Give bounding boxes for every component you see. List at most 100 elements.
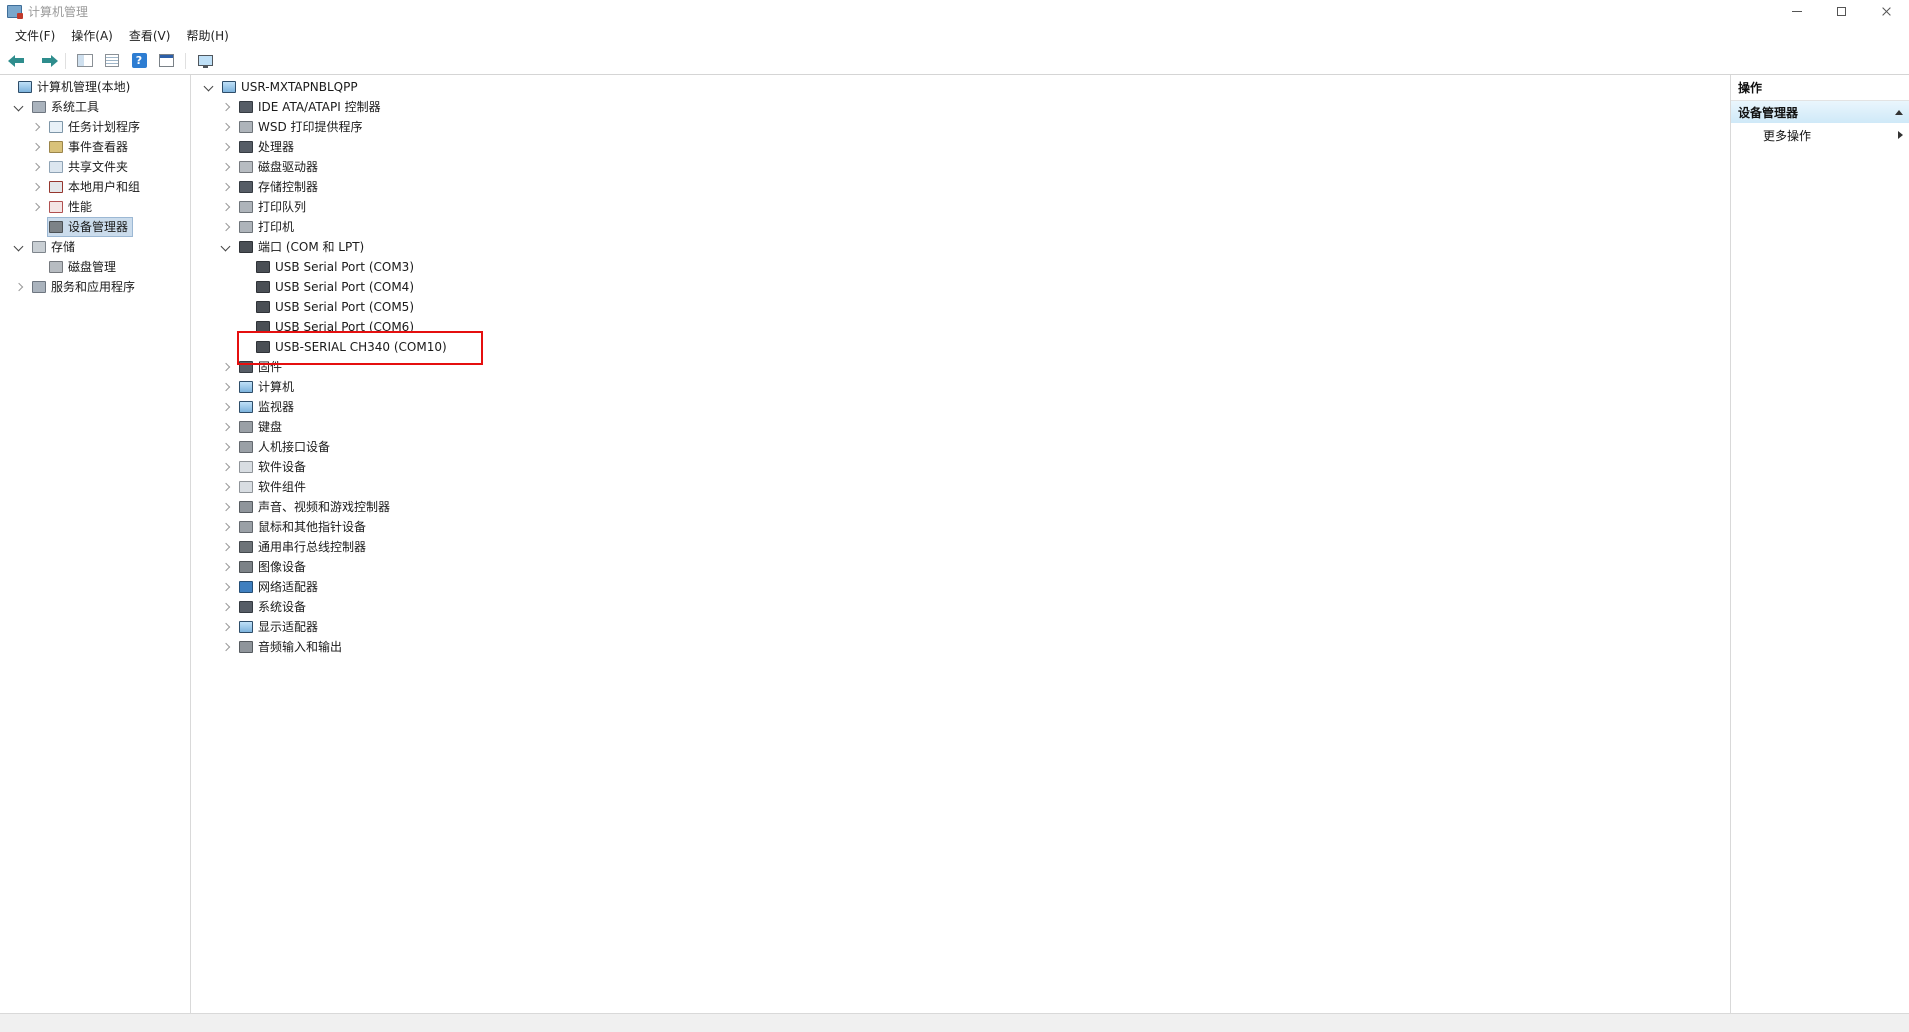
console-tree-item-task-scheduler[interactable]: 任务计划程序 — [0, 117, 190, 137]
device-item-audio-inputs-outputs[interactable]: 音频输入和输出 — [191, 637, 1730, 657]
chevron-collapsed-icon[interactable] — [29, 201, 42, 214]
device-item-monitors[interactable]: 监视器 — [191, 397, 1730, 417]
chevron-collapsed-icon[interactable] — [219, 181, 232, 194]
device-item-keyboards[interactable]: 键盘 — [191, 417, 1730, 437]
export-list-icon[interactable] — [101, 51, 123, 71]
device-item-software-devices[interactable]: 软件设备 — [191, 457, 1730, 477]
more-actions-item[interactable]: 更多操作 — [1731, 123, 1909, 147]
expand-arrow-icon[interactable] — [1898, 131, 1903, 139]
console-tree-item-performance[interactable]: 性能 — [0, 197, 190, 217]
device-item-system-devices[interactable]: 系统设备 — [191, 597, 1730, 617]
close-button[interactable] — [1864, 0, 1909, 23]
chevron-expanded-icon[interactable] — [219, 241, 232, 254]
chevron-collapsed-icon[interactable] — [219, 161, 232, 174]
file-menu[interactable]: 文件(F) — [15, 28, 56, 43]
scan-hardware-changes-icon[interactable] — [194, 51, 216, 71]
device-item-wsd-print-provider[interactable]: WSD 打印提供程序 — [191, 117, 1730, 137]
chevron-collapsed-icon[interactable] — [219, 581, 232, 594]
chevron-collapsed-icon[interactable] — [29, 141, 42, 154]
chevron-collapsed-icon[interactable] — [29, 121, 42, 134]
console-tree-item-services-applications[interactable]: 服务和应用程序 — [0, 277, 190, 297]
device-item-disk-drives[interactable]: 磁盘驱动器 — [191, 157, 1730, 177]
minimize-button[interactable] — [1774, 0, 1819, 23]
disk-drive-icon — [239, 161, 253, 173]
chevron-expanded-icon[interactable] — [12, 241, 25, 254]
device-item-ide-ata-atapi-controllers[interactable]: IDE ATA/ATAPI 控制器 — [191, 97, 1730, 117]
device-item-usb-serial-port-com5[interactable]: USB Serial Port (COM5) — [191, 297, 1730, 317]
maximize-button[interactable] — [1819, 0, 1864, 23]
chevron-collapsed-icon[interactable] — [219, 421, 232, 434]
chevron-collapsed-icon[interactable] — [219, 141, 232, 154]
device-item-usb-serial-port-com4[interactable]: USB Serial Port (COM4) — [191, 277, 1730, 297]
properties-window-icon[interactable] — [155, 51, 177, 71]
device-item-usb-controllers[interactable]: 通用串行总线控制器 — [191, 537, 1730, 557]
chevron-collapsed-icon[interactable] — [29, 161, 42, 174]
chevron-collapsed-icon[interactable] — [219, 561, 232, 574]
chevron-collapsed-icon[interactable] — [219, 481, 232, 494]
device-item-computer-root[interactable]: USR-MXTAPNBLQPP — [191, 77, 1730, 97]
chevron-collapsed-icon[interactable] — [29, 181, 42, 194]
tree-item-body: 鼠标和其他指针设备 — [238, 518, 370, 536]
chevron-collapsed-icon[interactable] — [219, 201, 232, 214]
back-arrow-icon[interactable] — [7, 51, 30, 71]
chevron-collapsed-icon[interactable] — [219, 221, 232, 234]
chevron-collapsed-icon[interactable] — [219, 621, 232, 634]
tree-item-body: 处理器 — [238, 138, 298, 156]
tree-item-body: 计算机管理(本地) — [17, 78, 134, 96]
export-list-icon-shape — [105, 54, 119, 67]
device-item-firmware[interactable]: 固件 — [191, 357, 1730, 377]
chevron-expanded-icon[interactable] — [12, 101, 25, 114]
chevron-expanded-icon[interactable] — [202, 81, 215, 94]
actions-group-device-manager[interactable]: 设备管理器 — [1731, 101, 1909, 123]
device-item-computers[interactable]: 计算机 — [191, 377, 1730, 397]
console-tree-item-shared-folders[interactable]: 共享文件夹 — [0, 157, 190, 177]
chevron-collapsed-icon[interactable] — [219, 601, 232, 614]
console-tree-item-device-manager[interactable]: 设备管理器 — [0, 217, 190, 237]
chevron-collapsed-icon[interactable] — [219, 101, 232, 114]
console-tree-item-system-tools[interactable]: 系统工具 — [0, 97, 190, 117]
device-item-display-adapters[interactable]: 显示适配器 — [191, 617, 1730, 637]
collapse-arrow-icon[interactable] — [1895, 109, 1903, 115]
device-item-sound-video-game-controllers[interactable]: 声音、视频和游戏控制器 — [191, 497, 1730, 517]
device-item-network-adapters[interactable]: 网络适配器 — [191, 577, 1730, 597]
device-item-usb-serial-port-com3[interactable]: USB Serial Port (COM3) — [191, 257, 1730, 277]
device-item-storage-controllers[interactable]: 存储控制器 — [191, 177, 1730, 197]
chevron-collapsed-icon[interactable] — [219, 521, 232, 534]
device-item-imaging-devices[interactable]: 图像设备 — [191, 557, 1730, 577]
device-item-mice-pointing-devices[interactable]: 鼠标和其他指针设备 — [191, 517, 1730, 537]
chevron-collapsed-icon[interactable] — [219, 501, 232, 514]
chevron-collapsed-icon[interactable] — [219, 461, 232, 474]
tree-item-label: 监视器 — [258, 400, 295, 414]
console-tree-item-local-users-groups[interactable]: 本地用户和组 — [0, 177, 190, 197]
console-tree-toggle-icon[interactable] — [74, 51, 96, 71]
device-item-usb-serial-ch340-com10[interactable]: USB-SERIAL CH340 (COM10) — [191, 337, 1730, 357]
device-item-software-components[interactable]: 软件组件 — [191, 477, 1730, 497]
chevron-collapsed-icon[interactable] — [219, 401, 232, 414]
tree-item-label: 处理器 — [258, 140, 295, 154]
console-tree-item-disk-management[interactable]: 磁盘管理 — [0, 257, 190, 277]
chevron-collapsed-icon[interactable] — [219, 361, 232, 374]
tree-item-body: 任务计划程序 — [48, 118, 144, 136]
device-item-print-queues[interactable]: 打印队列 — [191, 197, 1730, 217]
console-tree-item-storage[interactable]: 存储 — [0, 237, 190, 257]
chevron-collapsed-icon[interactable] — [219, 121, 232, 134]
chevron-collapsed-icon[interactable] — [219, 641, 232, 654]
action-menu[interactable]: 操作(A) — [71, 28, 113, 43]
chevron-collapsed-icon[interactable] — [219, 541, 232, 554]
device-manager-icon — [49, 221, 63, 233]
device-item-printers[interactable]: 打印机 — [191, 217, 1730, 237]
forward-arrow-icon[interactable] — [35, 51, 58, 71]
chevron-collapsed-icon[interactable] — [219, 441, 232, 454]
console-tree-item-computer-management-root[interactable]: 计算机管理(本地) — [0, 77, 190, 97]
device-item-processors[interactable]: 处理器 — [191, 137, 1730, 157]
console-tree-item-event-viewer[interactable]: 事件查看器 — [0, 137, 190, 157]
window-title: 计算机管理 — [28, 5, 89, 19]
device-item-usb-serial-port-com6[interactable]: USB Serial Port (COM6) — [191, 317, 1730, 337]
device-item-ports-com-lpt[interactable]: 端口 (COM 和 LPT) — [191, 237, 1730, 257]
help-menu[interactable]: 帮助(H) — [186, 28, 229, 43]
device-item-hid-devices[interactable]: 人机接口设备 — [191, 437, 1730, 457]
chevron-collapsed-icon[interactable] — [12, 281, 25, 294]
view-menu[interactable]: 查看(V) — [128, 28, 171, 43]
help-icon[interactable]: ? — [128, 51, 150, 71]
chevron-collapsed-icon[interactable] — [219, 381, 232, 394]
